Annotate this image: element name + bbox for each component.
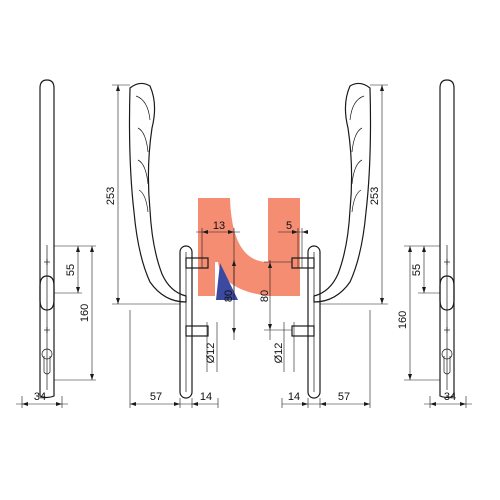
dim-right-profile-34: 34 xyxy=(444,391,456,403)
dim-right-handle-253: 253 xyxy=(369,187,381,205)
dim-right-dia-12: Ø12 xyxy=(273,343,285,364)
dim-left-handle-253: 253 xyxy=(105,187,117,205)
left-handle xyxy=(112,82,240,408)
brand-logo xyxy=(198,198,300,300)
dim-left-profile-160: 160 xyxy=(79,304,91,322)
dim-right-base-14: 14 xyxy=(288,391,300,403)
dim-left-spindle-13: 13 xyxy=(213,220,225,232)
left-side-profile xyxy=(16,79,96,408)
dim-left-dia-12: Ø12 xyxy=(205,343,217,364)
right-handle xyxy=(264,82,388,408)
dim-right-profile-160: 160 xyxy=(397,311,409,329)
right-side-profile xyxy=(404,79,472,408)
dim-left-profile-34: 34 xyxy=(34,391,46,403)
dim-left-profile-55: 55 xyxy=(65,264,77,276)
dim-left-base-14: 14 xyxy=(200,391,212,403)
logo-orange-left-bar xyxy=(198,198,215,296)
dim-right-spindle-80: 80 xyxy=(259,290,271,302)
dim-right-profile-55: 55 xyxy=(411,264,423,276)
dim-right-spindle-5: 5 xyxy=(286,220,292,232)
dim-left-spindle-80: 80 xyxy=(223,290,235,302)
logo-blue-triangle xyxy=(216,263,238,300)
dim-right-base-57: 57 xyxy=(338,391,350,403)
dim-left-base-57: 57 xyxy=(150,391,162,403)
